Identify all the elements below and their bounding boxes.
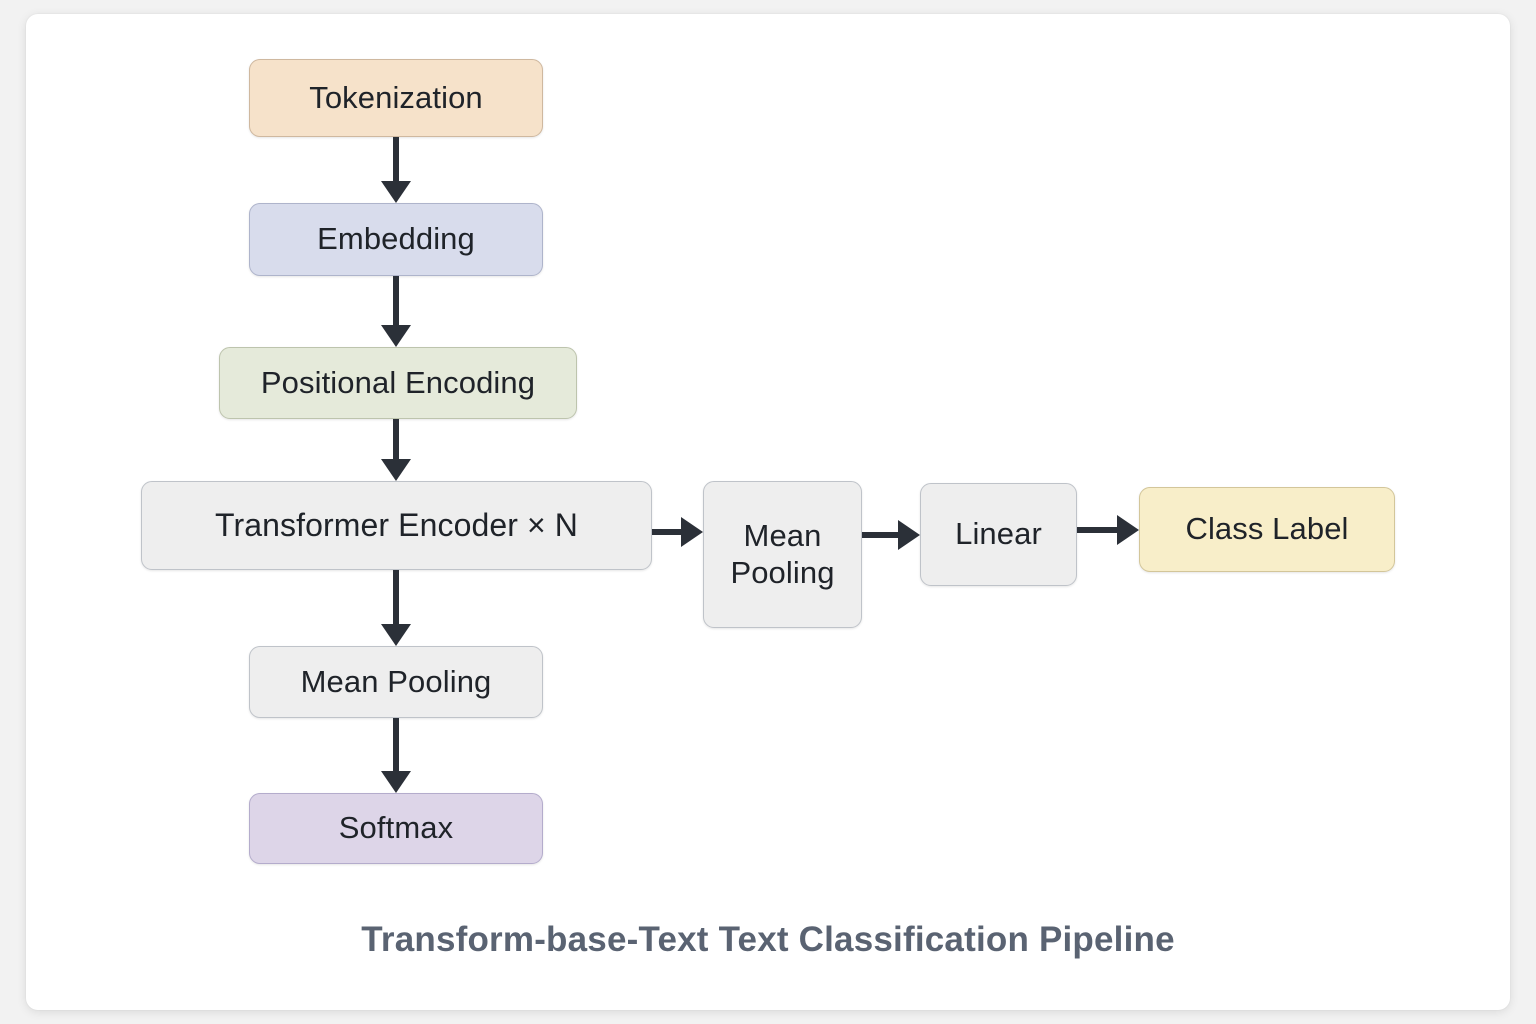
node-transformer-encoder[interactable]: Transformer Encoder × N: [141, 481, 652, 570]
node-linear-label: Linear: [955, 516, 1042, 552]
node-mean-pooling-bottom[interactable]: Mean Pooling: [249, 646, 543, 718]
node-class-label[interactable]: Class Label: [1139, 487, 1395, 572]
node-embedding-label: Embedding: [317, 221, 475, 257]
arrow-tokenization-to-embedding: [381, 137, 411, 203]
arrow-positional-encoding-to-transformer-encoder: [381, 419, 411, 481]
node-mean-pooling-right-label-line1: Mean: [743, 517, 822, 553]
node-linear[interactable]: Linear: [920, 483, 1077, 586]
arrow-transformer-encoder-to-mean-pooling-right: [652, 517, 703, 547]
diagram-title: Transform-base-Text Text Classification …: [361, 920, 1175, 959]
arrow-transformer-encoder-to-mean-pooling-bottom: [381, 570, 411, 646]
node-positional-encoding-label: Positional Encoding: [260, 364, 536, 400]
node-embedding[interactable]: Embedding: [249, 203, 543, 276]
node-mean-pooling-bottom-label: Mean Pooling: [300, 663, 492, 699]
node-class-label-text: Class Label: [1185, 511, 1349, 547]
arrow-linear-to-class-label: [1077, 515, 1139, 545]
node-tokenization[interactable]: Tokenization: [249, 59, 543, 137]
node-tokenization-label: Tokenization: [309, 79, 483, 115]
arrow-embedding-to-positional-encoding: [381, 276, 411, 347]
node-positional-encoding[interactable]: Positional Encoding: [219, 347, 577, 419]
node-softmax-label: Softmax: [338, 810, 454, 846]
arrow-mean-pooling-to-softmax: [381, 718, 411, 793]
node-mean-pooling-right[interactable]: Mean Pooling: [703, 481, 862, 628]
node-mean-pooling-right-label-line2: Pooling: [730, 554, 835, 590]
arrow-mean-pooling-to-linear: [862, 520, 920, 550]
node-softmax[interactable]: Softmax: [249, 793, 543, 864]
node-transformer-encoder-label: Transformer Encoder × N: [214, 506, 579, 543]
